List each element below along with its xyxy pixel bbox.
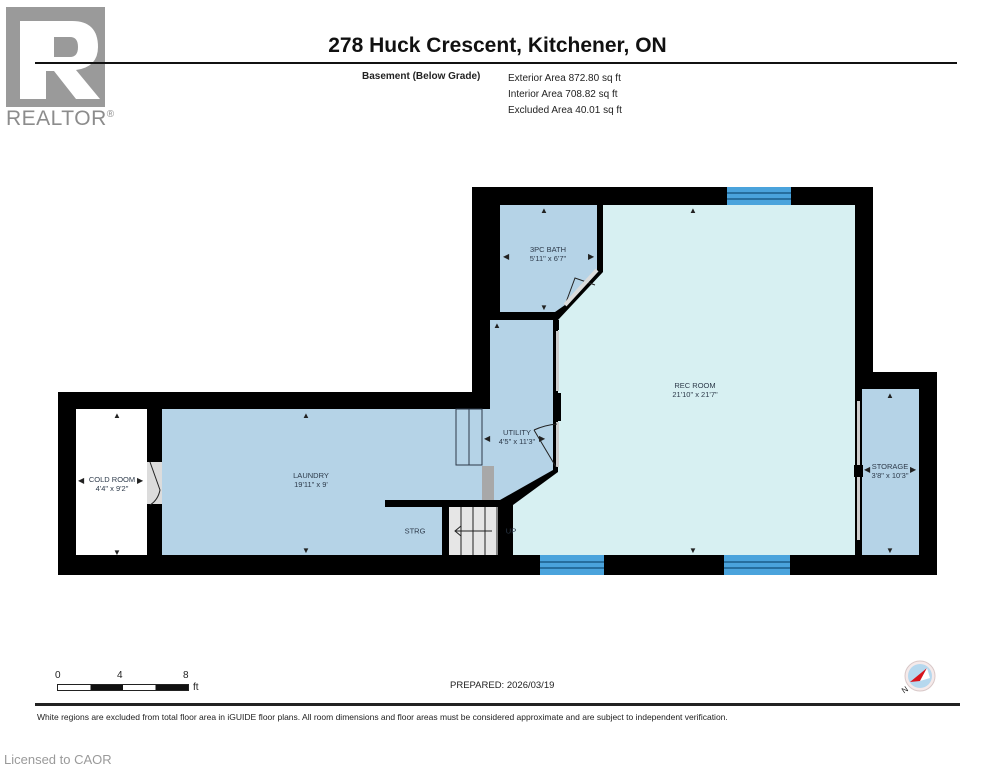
svg-text:▲: ▲	[302, 411, 310, 420]
room-name: 3PC BATH	[529, 245, 567, 254]
room-name: STRG	[404, 526, 426, 536]
svg-text:▲: ▲	[540, 206, 548, 215]
room-laundry: LAUNDRY 19'11" x 9'	[293, 471, 329, 489]
scale-tick-8: 8	[183, 670, 189, 681]
svg-text:▼: ▼	[540, 303, 548, 312]
room-dims: 5'11" x 6'7"	[529, 254, 567, 263]
footer-divider	[35, 703, 960, 706]
stair-treads	[454, 507, 498, 555]
excluded-area: Excluded Area 40.01 sq ft	[508, 105, 622, 116]
room-storage: STORAGE 3'8" x 10'3"	[872, 462, 909, 480]
svg-text:◀: ◀	[78, 476, 85, 485]
room-3pc-bath: 3PC BATH 5'11" x 6'7"	[530, 245, 566, 263]
realtor-wordmark: REALTOR®	[6, 108, 115, 129]
svg-text:▶: ▶	[588, 252, 595, 261]
room-name: STORAGE	[871, 462, 909, 471]
svg-text:▼: ▼	[302, 546, 310, 555]
disclaimer: White regions are excluded from total fl…	[37, 712, 728, 722]
room-name: COLD ROOM	[88, 475, 136, 484]
dimension-arrows: ▲ ▼ ◀ ▶ ▲ ▼ ▲ ▲ ▼ ◀ ▶ ▲ ▼ ▲ ▼ ◀ ▶ ◀ ▶	[78, 206, 917, 557]
rec-room-floor	[513, 205, 855, 555]
room-name: UTILITY	[503, 428, 531, 437]
scale-unit: ft	[193, 682, 199, 693]
cold-room-floor	[76, 409, 147, 555]
prepared-date: PREPARED: 2026/03/19	[450, 680, 555, 691]
realtor-logo	[6, 7, 105, 107]
svg-text:▲: ▲	[689, 206, 697, 215]
svg-text:▶: ▶	[137, 476, 144, 485]
north-compass-icon: N	[900, 660, 936, 695]
compass: N	[900, 660, 940, 695]
room-cold-room: COLD ROOM 4'4" x 9'2"	[89, 475, 135, 493]
license-watermark: Licensed to CAOR	[4, 752, 112, 767]
level-name: Basement (Below Grade)	[362, 71, 481, 82]
svg-text:◀: ◀	[484, 434, 491, 443]
storage-floor	[862, 389, 919, 555]
exterior-area: Exterior Area 872.80 sq ft	[508, 73, 621, 84]
svg-text:▶: ▶	[910, 465, 917, 474]
svg-text:▼: ▼	[689, 546, 697, 555]
room-dims: 19'11" x 9'	[294, 480, 328, 489]
interior-area: Interior Area 708.82 sq ft	[508, 89, 618, 100]
scale-bar-graphic	[57, 684, 189, 691]
svg-text:▼: ▼	[886, 546, 894, 555]
title-divider	[35, 62, 957, 64]
windows	[540, 187, 791, 575]
room-dims: 21'10" x 21'7"	[672, 390, 718, 399]
svg-text:▼: ▼	[113, 548, 121, 557]
room-rec-room: REC ROOM 21'10" x 21'7"	[672, 381, 717, 399]
utility-stairs	[455, 408, 483, 466]
room-strg: STRG	[405, 527, 426, 536]
svg-text:▲: ▲	[113, 411, 121, 420]
room-dims: 3'8" x 10'3"	[871, 471, 909, 480]
utility-column	[482, 466, 494, 500]
area-summary: Exterior Area 872.80 sq ft Interior Area…	[508, 71, 622, 119]
realtor-text: REALTOR	[6, 107, 107, 130]
svg-text:N: N	[900, 684, 910, 694]
page-title: 278 Huck Crescent, Kitchener, ON	[328, 34, 667, 57]
realtor-r-logo-icon	[20, 21, 100, 99]
laundry-divider-wall	[385, 500, 500, 507]
scale-bar: 0 4 8 ft	[55, 670, 215, 696]
stair-wall	[442, 505, 449, 555]
stairs-up-label: UP	[505, 526, 517, 536]
room-name: REC ROOM	[674, 381, 716, 390]
svg-text:▲: ▲	[886, 391, 894, 400]
registered-mark: ®	[106, 109, 115, 120]
svg-text:◀: ◀	[503, 252, 510, 261]
svg-text:▲: ▲	[493, 321, 501, 330]
scale-tick-4: 4	[117, 670, 123, 681]
svg-text:▶: ▶	[539, 434, 546, 443]
room-name: LAUNDRY	[293, 471, 329, 480]
svg-text:◀: ◀	[864, 465, 871, 474]
room-dims: 4'5" x 11'3"	[498, 437, 536, 446]
strg-wall-gap	[162, 409, 494, 555]
room-utility: UTILITY 4'5" x 11'3"	[499, 428, 535, 446]
room-dims: 4'4" x 9'2"	[95, 484, 129, 493]
scale-tick-0: 0	[55, 670, 61, 681]
